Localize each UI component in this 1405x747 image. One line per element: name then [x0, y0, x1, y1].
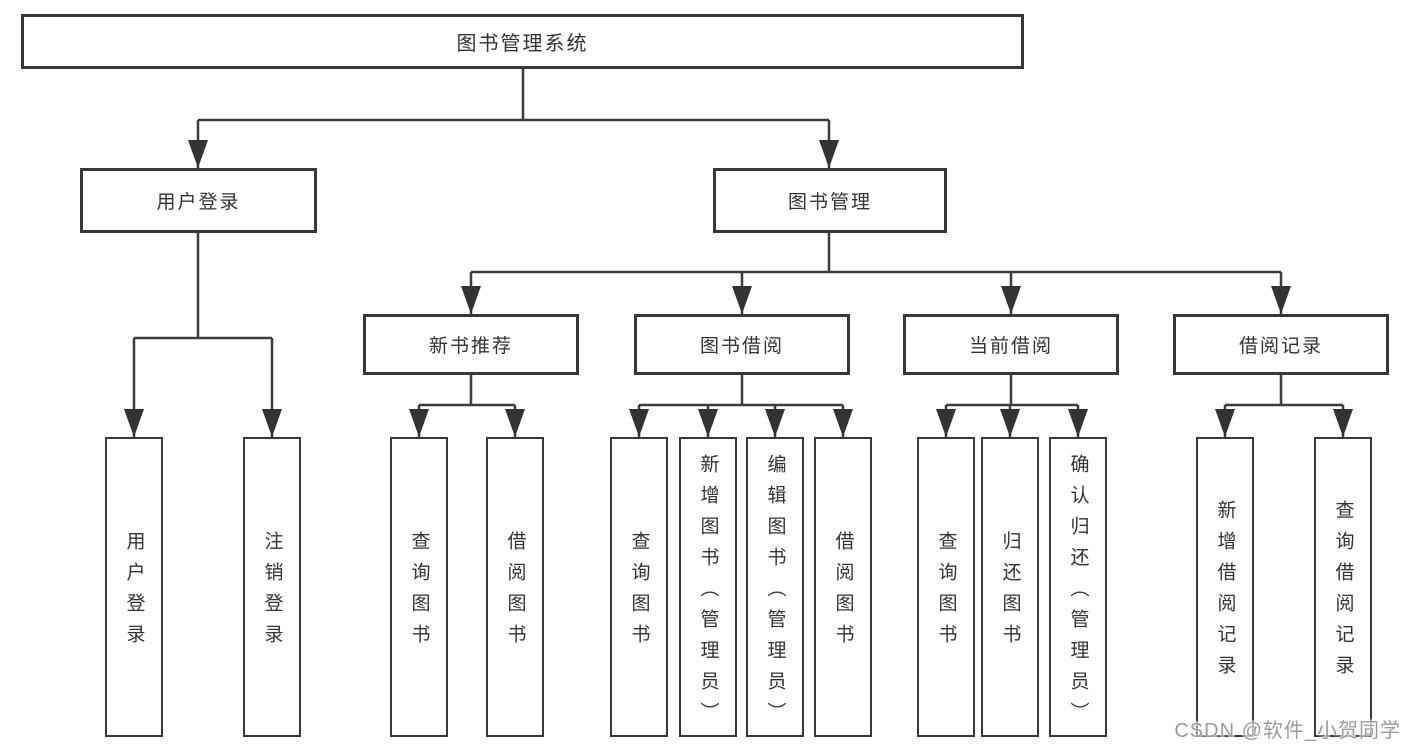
- node-root-label: 图书管理系统: [456, 33, 589, 55]
- node-root: 图书管理系统: [21, 14, 1024, 69]
- leaf-current-return-books-label: 归还图书: [999, 531, 1021, 655]
- arrowhead-icon: [936, 409, 956, 437]
- watermark: CSDN @软件_小贺同学: [1174, 720, 1401, 742]
- leaf-newrec-borrow-books-label: 借阅图书: [504, 531, 526, 655]
- leaf-current-confirm-return-admin: 确认归还（管理员）: [1049, 437, 1107, 737]
- arrowhead-icon: [1001, 286, 1021, 314]
- connector-new-book-rec-branch: [417, 375, 517, 437]
- leaf-current-query-books-label: 查询图书: [935, 531, 957, 655]
- leaf-newrec-borrow-books: 借阅图书: [486, 437, 544, 737]
- connector-book-borrow-branch: [637, 375, 845, 437]
- node-user-login: 用户登录: [80, 168, 317, 233]
- leaf-logout-label: 注销登录: [261, 531, 283, 655]
- node-book-management-label: 图书管理: [787, 192, 872, 213]
- arrowhead-icon: [505, 409, 525, 437]
- node-new-book-recommend: 新书推荐: [363, 314, 579, 375]
- arrowhead-icon: [698, 409, 718, 437]
- arrowhead-icon: [1000, 409, 1020, 437]
- node-borrow-records-label: 借阅记录: [1238, 336, 1323, 357]
- leaf-records-add-record: 新增借阅记录: [1196, 437, 1254, 737]
- node-borrow-records: 借阅记录: [1173, 314, 1389, 375]
- leaf-records-query-record: 查询借阅记录: [1314, 437, 1372, 737]
- node-book-management: 图书管理: [713, 168, 947, 233]
- arrowhead-icon: [1068, 409, 1088, 437]
- leaf-borrow-add-books-admin-label: 新增图书（管理员）: [697, 453, 719, 733]
- arrowhead-icon: [819, 140, 839, 168]
- leaf-current-confirm-return-admin-label: 确认归还（管理员）: [1067, 453, 1089, 733]
- arrowhead-icon: [188, 140, 208, 168]
- leaf-borrow-borrow-books-label: 借阅图书: [832, 531, 854, 655]
- leaf-current-return-books: 归还图书: [981, 437, 1039, 737]
- leaf-user-login: 用户登录: [105, 437, 163, 737]
- arrowhead-icon: [732, 286, 752, 314]
- leaf-newrec-query-books-label: 查询图书: [408, 531, 430, 655]
- arrowhead-icon: [1333, 409, 1353, 437]
- arrowhead-icon: [124, 409, 144, 437]
- arrowhead-icon: [409, 409, 429, 437]
- leaf-logout: 注销登录: [243, 437, 301, 737]
- node-new-book-recommend-label: 新书推荐: [428, 336, 513, 357]
- node-current-borrow-label: 当前借阅: [968, 336, 1053, 357]
- arrowhead-icon: [1215, 409, 1235, 437]
- leaf-borrow-edit-books-admin-label: 编辑图书（管理员）: [764, 453, 786, 733]
- arrowhead-icon: [833, 409, 853, 437]
- arrowheads: [124, 140, 1353, 437]
- connector-borrow-records-branch: [1223, 375, 1345, 437]
- arrowhead-icon: [461, 286, 481, 314]
- arrowhead-icon: [262, 409, 282, 437]
- leaf-current-query-books: 查询图书: [917, 437, 975, 737]
- connector-book-mgmt-to-level3: [469, 233, 1283, 314]
- connector-user-login-branch: [132, 233, 274, 437]
- connector-root-to-level2: [196, 69, 831, 168]
- node-book-borrow: 图书借阅: [634, 314, 850, 375]
- arrowhead-icon: [1271, 286, 1291, 314]
- leaf-records-query-record-label: 查询借阅记录: [1332, 500, 1354, 686]
- leaf-borrow-edit-books-admin: 编辑图书（管理员）: [746, 437, 804, 737]
- leaf-borrow-query-books: 查询图书: [610, 437, 668, 737]
- node-book-borrow-label: 图书借阅: [699, 336, 784, 357]
- leaf-newrec-query-books: 查询图书: [390, 437, 448, 737]
- leaf-user-login-label: 用户登录: [123, 531, 145, 655]
- leaf-records-add-record-label: 新增借阅记录: [1214, 500, 1236, 686]
- leaf-borrow-add-books-admin: 新增图书（管理员）: [679, 437, 737, 737]
- node-user-login-label: 用户登录: [156, 192, 241, 213]
- arrowhead-icon: [765, 409, 785, 437]
- leaf-borrow-borrow-books: 借阅图书: [814, 437, 872, 737]
- node-current-borrow: 当前借阅: [903, 314, 1119, 375]
- arrowhead-icon: [629, 409, 649, 437]
- leaf-borrow-query-books-label: 查询图书: [628, 531, 650, 655]
